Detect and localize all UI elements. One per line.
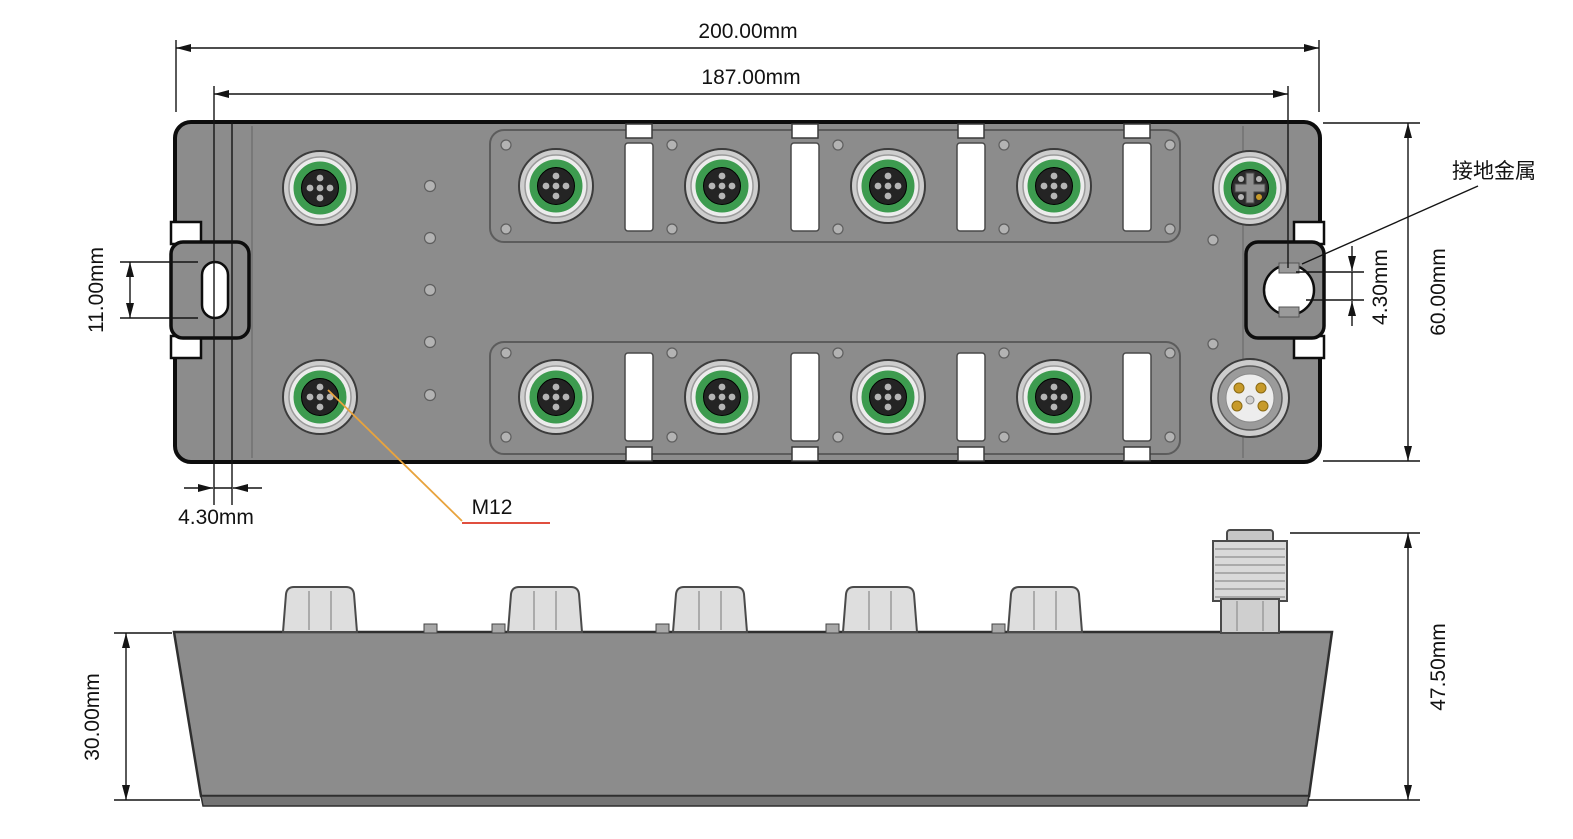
bus-connector xyxy=(1213,151,1287,225)
dim-body-height: 60.00mm xyxy=(1427,248,1450,336)
label-slot xyxy=(1122,142,1152,232)
screw-dot xyxy=(423,283,437,297)
dim-overall-width: 200.00mm xyxy=(698,20,797,43)
connector-collar xyxy=(1220,598,1280,634)
screw-dot xyxy=(500,223,512,235)
label-slot xyxy=(956,352,986,442)
threaded-barrel xyxy=(1212,540,1288,602)
connector-bump xyxy=(507,586,583,633)
side-view xyxy=(172,529,1334,807)
screw-dot xyxy=(666,223,678,235)
screw-dot xyxy=(832,347,844,359)
label-slot xyxy=(790,142,820,232)
m12-connector xyxy=(685,360,759,434)
mounting-slot xyxy=(200,260,230,320)
m12-connector xyxy=(851,360,925,434)
edge-tab xyxy=(957,123,985,139)
m12-connector xyxy=(519,149,593,223)
m12-threaded-connector-side xyxy=(1212,529,1288,634)
screw-dot xyxy=(998,431,1010,443)
screw-dot xyxy=(666,139,678,151)
side-view-dimensions: 30.00mm 47.50mm xyxy=(81,532,1450,801)
dim-ground-offset: 4.30mm xyxy=(1369,249,1392,325)
screw-dot xyxy=(832,431,844,443)
label-slot xyxy=(1122,352,1152,442)
housing-bottom-lip xyxy=(200,795,1310,807)
connector-panel-top xyxy=(489,129,1181,243)
dim-mount-span: 187.00mm xyxy=(701,66,800,89)
m12-connector xyxy=(519,360,593,434)
edge-tab xyxy=(1123,123,1151,139)
screw-dot xyxy=(1164,431,1176,443)
label-slot xyxy=(790,352,820,442)
m12-connector xyxy=(283,360,357,434)
ground-label: 接地金属 xyxy=(1452,160,1536,183)
edge-tab xyxy=(957,446,985,462)
screw-dot xyxy=(423,388,437,402)
edge-tab xyxy=(791,123,819,139)
top-view-dimensions: 200.00mm 187.00mm 11.00mm 4.30mm 60.00mm… xyxy=(85,20,1536,529)
screw-dot xyxy=(423,335,437,349)
ground-leader-line xyxy=(1301,185,1479,265)
label-slot xyxy=(624,352,654,442)
top-edge-nub xyxy=(991,623,1006,634)
screw-dot xyxy=(1207,234,1219,246)
connector-bump xyxy=(842,586,918,633)
connector-bump xyxy=(282,586,358,633)
dim-overall-height: 47.50mm xyxy=(1427,623,1450,711)
screw-dot xyxy=(1164,223,1176,235)
connector-bump xyxy=(1007,586,1083,633)
top-edge-nub xyxy=(655,623,670,634)
screw-dot xyxy=(666,347,678,359)
screw-dot xyxy=(500,139,512,151)
connector-panel-bottom xyxy=(489,341,1181,455)
edge-tab xyxy=(625,446,653,462)
edge-tab xyxy=(625,123,653,139)
dim-slot-height: 11.00mm xyxy=(85,247,108,333)
label-slot xyxy=(956,142,986,232)
ground-contact-tab xyxy=(1278,306,1300,318)
m12-connector xyxy=(851,149,925,223)
screw-dot xyxy=(1207,338,1219,350)
top-edge-nub xyxy=(423,623,438,634)
ground-contact-tab xyxy=(1278,262,1300,274)
top-edge-nub xyxy=(491,623,506,634)
m12-connector xyxy=(685,149,759,223)
screw-dot xyxy=(1164,139,1176,151)
label-slot xyxy=(624,142,654,232)
m12-leader-line xyxy=(327,389,463,522)
connector-bump xyxy=(672,586,748,633)
screw-dot xyxy=(832,223,844,235)
screw-dot xyxy=(423,179,437,193)
screw-dot xyxy=(832,139,844,151)
screw-dot xyxy=(998,347,1010,359)
edge-tab xyxy=(1123,446,1151,462)
m12-label: M12 xyxy=(472,496,513,519)
screw-dot xyxy=(1164,347,1176,359)
edge-tab xyxy=(791,446,819,462)
m12-connector xyxy=(283,151,357,225)
m12-connector xyxy=(1017,149,1091,223)
dim-housing-height: 30.00mm xyxy=(81,673,104,761)
module-housing-side-view xyxy=(172,630,1334,798)
power-connector xyxy=(1210,358,1290,438)
top-edge-nub xyxy=(825,623,840,634)
top-view xyxy=(169,120,1326,464)
dim-mount-offset: 4.30mm xyxy=(178,506,254,529)
screw-dot xyxy=(500,347,512,359)
m12-connector xyxy=(1017,360,1091,434)
screw-dot xyxy=(423,231,437,245)
screw-dot xyxy=(666,431,678,443)
screw-dot xyxy=(998,223,1010,235)
screw-dot xyxy=(998,139,1010,151)
screw-dot xyxy=(500,431,512,443)
